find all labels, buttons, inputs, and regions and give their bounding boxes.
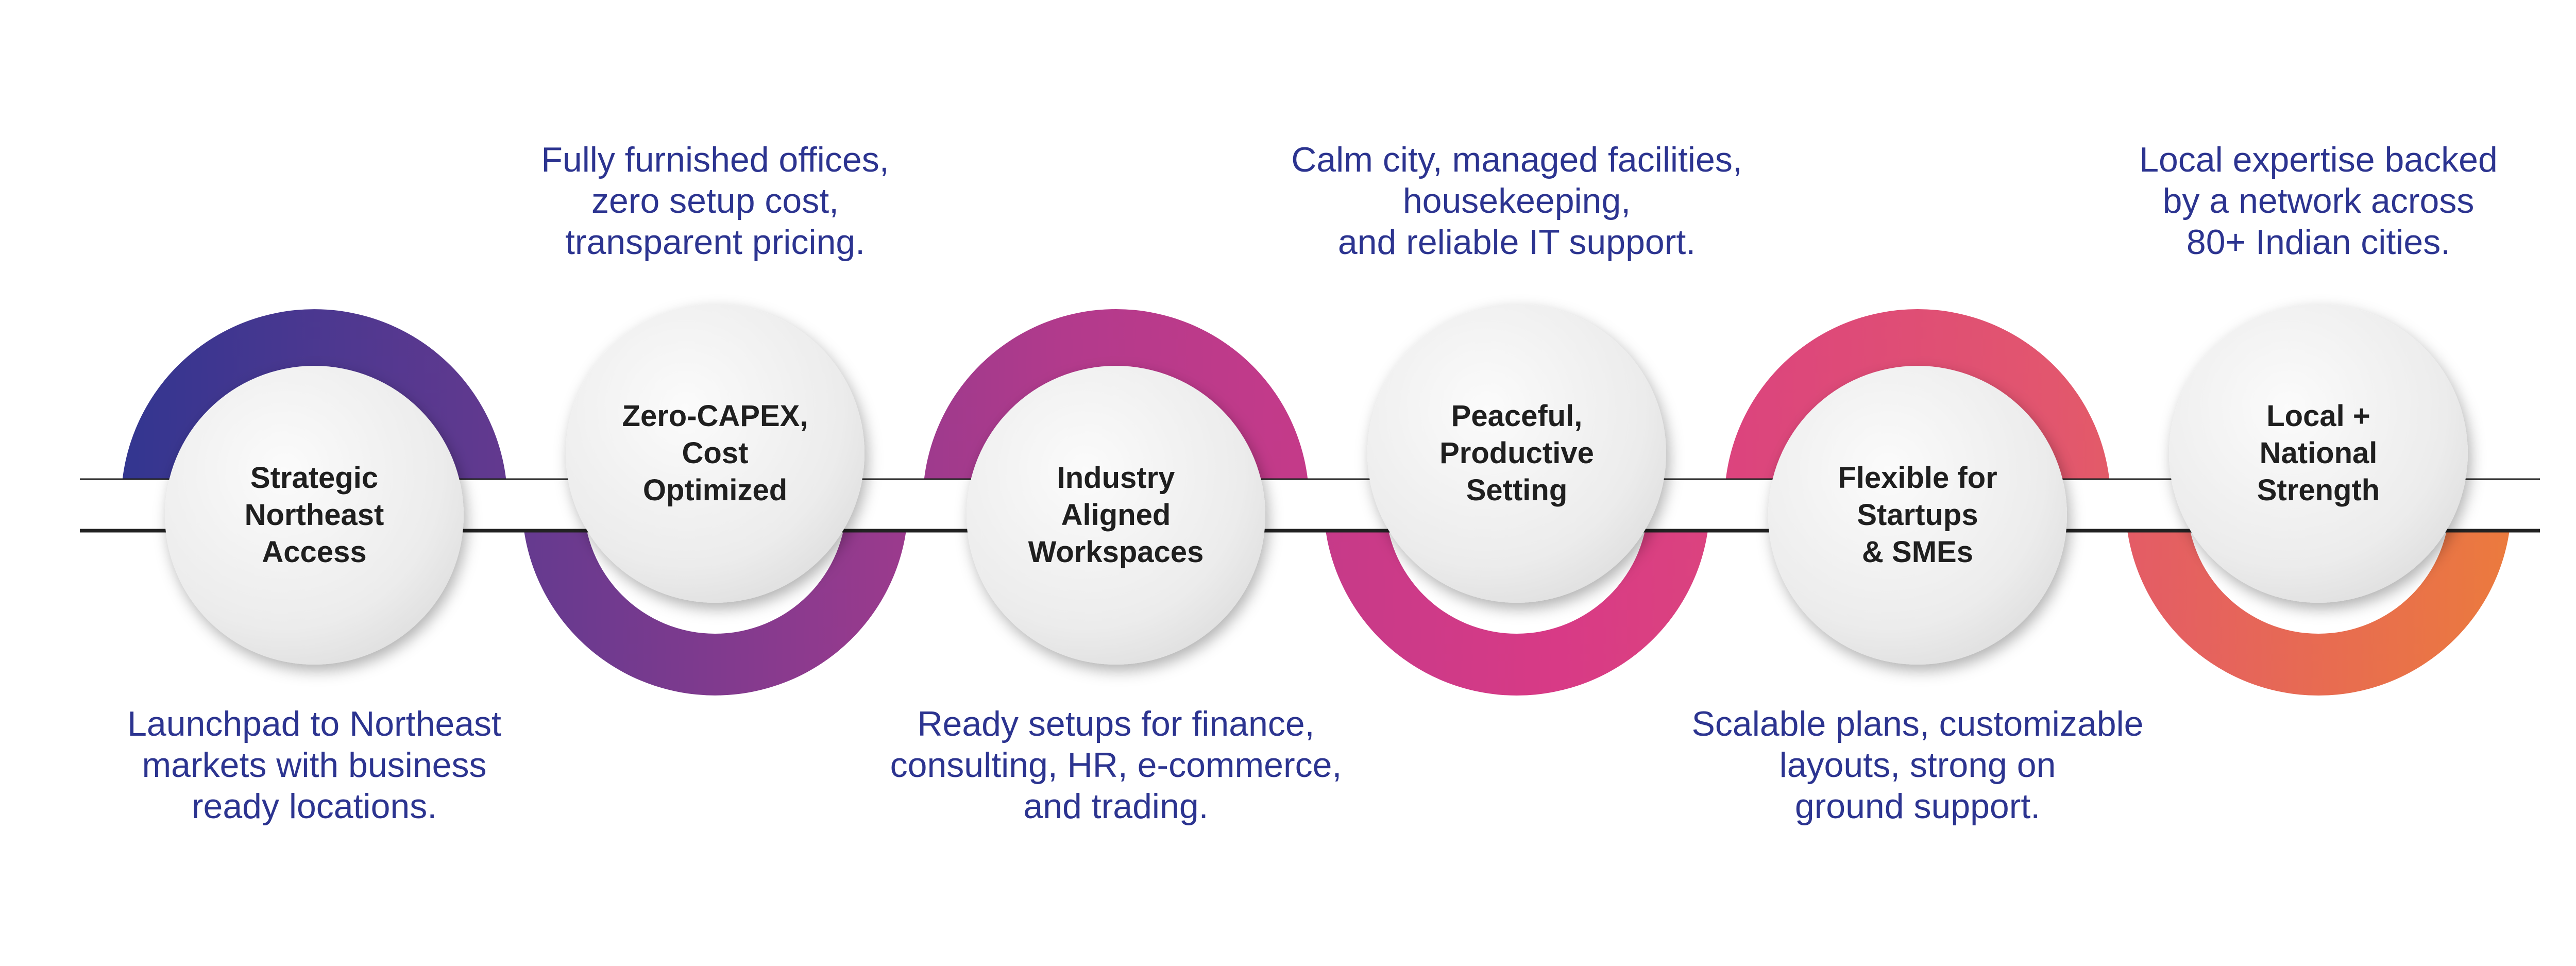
step-description-3: Ready setups for finance, consulting, HR…	[890, 704, 1342, 826]
wave-arc-6	[2125, 502, 2512, 696]
step-label-3: Industry Aligned Workspaces	[1028, 461, 1204, 569]
step-circle-4	[1367, 304, 1666, 603]
step-description-6: Local expertise backed by a network acro…	[2139, 140, 2498, 262]
step-circles	[165, 304, 2468, 665]
wave-arc-4	[1324, 502, 1710, 696]
step-label-5: Flexible for Startups & SMEs	[1838, 461, 1997, 569]
step-circle-5	[1768, 366, 2067, 665]
wave-arc-2	[522, 502, 908, 696]
step-label-2: Zero-CAPEX, Cost Optimized	[622, 399, 808, 507]
wave-arc-1	[121, 309, 507, 502]
wave-arc-5	[1724, 309, 2111, 502]
step-description-2: Fully furnished offices, zero setup cost…	[541, 140, 889, 262]
step-label-1: Strategic Northeast Access	[244, 461, 384, 569]
step-label-4: Peaceful, Productive Setting	[1439, 399, 1594, 507]
step-circle-3	[967, 366, 1265, 665]
step-label-6: Local + National Strength	[2257, 399, 2380, 507]
wave-arcs	[121, 309, 2512, 696]
band-fill	[80, 479, 2540, 531]
step-circle-6	[2169, 304, 2468, 603]
step-description-5: Scalable plans, customizable layouts, st…	[1691, 704, 2144, 826]
step-description-4: Calm city, managed facilities, housekeep…	[1291, 140, 1742, 262]
center-band	[80, 478, 2540, 533]
step-circle-1	[165, 366, 464, 665]
step-circle-2	[566, 304, 865, 603]
step-description-1: Launchpad to Northeast markets with busi…	[127, 704, 501, 826]
wave-arc-3	[923, 309, 1309, 502]
